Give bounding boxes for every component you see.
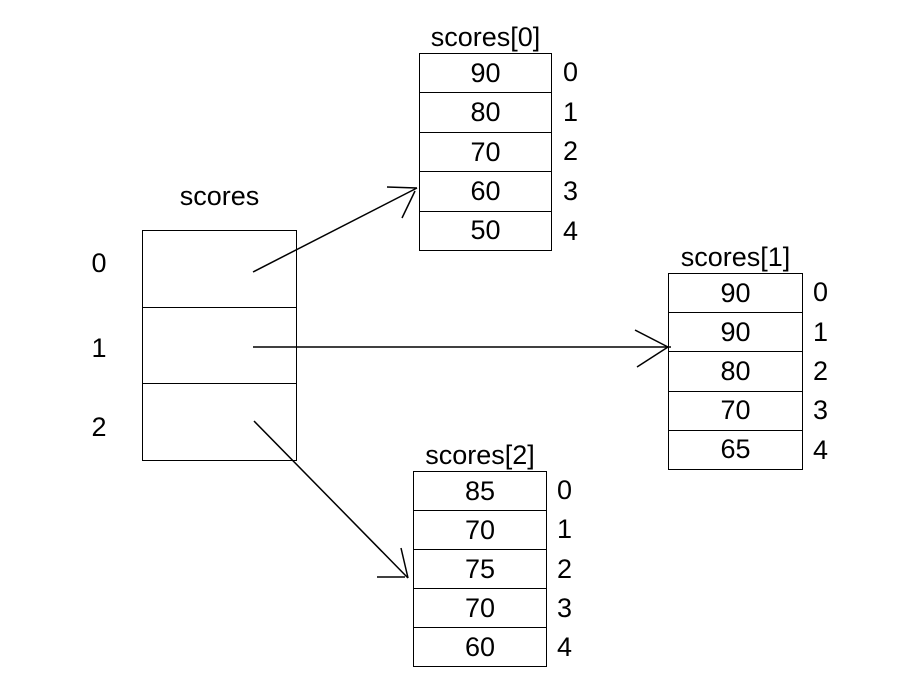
sub-array-1-index-4: 4 [813,434,829,465]
sub-array-0-index-3: 3 [563,176,579,207]
main-array-title: scores [179,181,260,211]
main-array-cell-0 [143,231,296,307]
sub-array-0-title: scores[0] [430,22,541,52]
main-array-cell-2 [143,383,296,460]
sub-array-1-value-2: 80 [669,351,802,390]
sub-array-1-index-2: 2 [813,356,829,387]
sub-array-1-index-0: 0 [813,277,829,308]
main-array-cell-1 [143,306,296,384]
sub-array-1-value-4: 65 [669,429,802,469]
sub-array-2-index-column: 0 1 2 3 4 [557,471,587,667]
sub-array-2-box: 85 70 75 70 60 [413,471,547,667]
main-array-index-1: 1 [91,333,107,363]
sub-array-1-value-3: 70 [669,390,802,430]
sub-array-0-index-1: 1 [563,96,579,127]
sub-array-1-index-3: 3 [813,395,829,426]
sub-array-2-index-2: 2 [557,553,573,584]
main-array-box [142,230,297,461]
sub-array-2-index-3: 3 [557,592,573,623]
sub-array-2-value-0: 85 [464,475,496,506]
main-array-index-0: 0 [91,248,107,278]
arrow-to-scores1 [253,329,671,368]
sub-array-1-title: scores[1] [680,242,791,272]
sub-array-2-value-1: 70 [414,510,546,549]
sub-array-0-value-4: 50 [420,210,551,250]
sub-array-0-box: 90 80 70 60 50 [419,53,552,251]
sub-array-0-index-2: 2 [563,136,579,167]
sub-array-2-index-0: 0 [557,475,573,506]
sub-array-2-index-4: 4 [557,631,573,662]
sub-array-1-value-0: 90 [720,277,751,308]
sub-array-2-value-3: 70 [414,588,546,627]
sub-array-0-value-2: 70 [420,131,551,171]
sub-array-2-title: scores[2] [425,440,535,470]
sub-array-2-value-2: 75 [414,549,546,588]
sub-array-0-value-1: 80 [420,92,551,131]
sub-array-0-value-0: 90 [470,57,501,88]
sub-array-2-index-1: 1 [557,514,573,545]
sub-array-1-box: 90 90 80 70 65 [668,273,803,470]
sub-array-0-value-3: 60 [420,171,551,210]
main-array-index-2: 2 [91,412,107,442]
sub-array-2-value-4: 60 [414,627,546,666]
sub-array-0-index-0: 0 [563,57,579,88]
sub-array-0-index-4: 4 [563,215,579,246]
sub-array-1-index-column: 0 1 2 3 4 [813,273,843,470]
sub-array-1-index-1: 1 [813,316,829,347]
sub-array-0-index-column: 0 1 2 3 4 [563,53,593,251]
sub-array-1-value-1: 90 [669,312,802,351]
